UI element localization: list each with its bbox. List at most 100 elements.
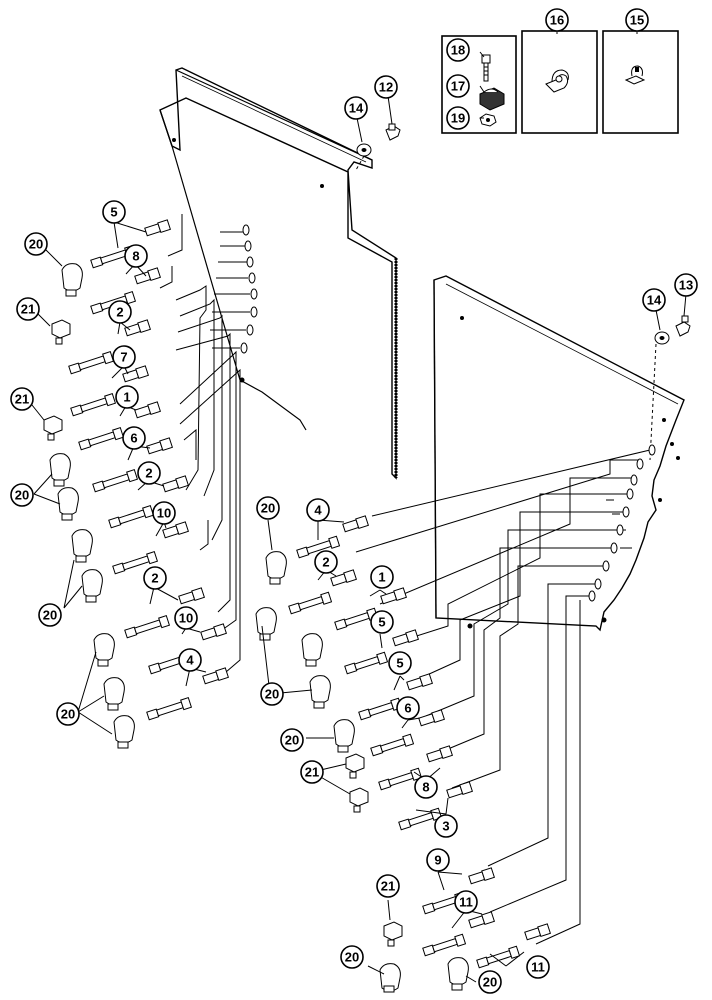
fitting	[162, 475, 190, 493]
lower-mounting-plate	[433, 275, 685, 632]
svg-text:5: 5	[378, 615, 385, 630]
right-caps-plugs	[255, 551, 469, 993]
svg-text:5: 5	[110, 205, 117, 220]
fitting	[200, 623, 228, 641]
svg-text:12: 12	[379, 80, 393, 95]
fitting	[70, 393, 117, 417]
svg-text:16: 16	[550, 13, 564, 28]
svg-text:2: 2	[145, 466, 152, 481]
cap-icon	[57, 487, 79, 521]
plug-icon	[43, 415, 63, 441]
fitting	[476, 945, 521, 969]
svg-text:2: 2	[322, 555, 329, 570]
callout-1: 1	[370, 565, 394, 589]
callout-21: 21	[10, 387, 34, 411]
svg-text:20: 20	[43, 608, 57, 623]
plate-hole	[239, 377, 245, 383]
callout-19: 19	[446, 106, 470, 130]
cap-icon	[265, 551, 287, 585]
fitting	[124, 319, 152, 337]
svg-text:18: 18	[451, 43, 465, 58]
callout-21: 21	[300, 760, 324, 784]
plug-icon	[345, 753, 365, 779]
fitting	[418, 709, 446, 727]
plate-hole	[670, 442, 674, 446]
right-tube-bundle	[355, 444, 656, 945]
callout-9: 9	[426, 848, 450, 872]
callout-10: 10	[152, 501, 176, 525]
svg-text:9: 9	[434, 853, 441, 868]
cap-icon	[93, 633, 115, 667]
svg-text:21: 21	[381, 879, 395, 894]
callout-20: 20	[260, 682, 284, 706]
svg-text:21: 21	[15, 392, 29, 407]
svg-text:14: 14	[349, 101, 364, 116]
cap-icon	[255, 607, 277, 641]
svg-text:2: 2	[116, 305, 123, 320]
plug-icon	[383, 921, 403, 947]
plate-hole	[676, 456, 680, 460]
washer-icon	[654, 331, 670, 345]
fitting	[288, 591, 333, 615]
callout-2: 2	[108, 300, 132, 324]
cap-icon	[103, 677, 125, 711]
callout-20: 20	[256, 496, 280, 520]
cap-icon	[309, 675, 331, 709]
callout-20: 20	[38, 603, 62, 627]
callout-2: 2	[137, 461, 161, 485]
cap-icon	[447, 957, 469, 991]
clip-icon	[624, 65, 646, 85]
cap-icon	[61, 263, 83, 297]
fitting	[124, 615, 171, 639]
fitting	[378, 767, 423, 791]
upper-mounting-plate	[159, 67, 398, 480]
svg-text:8: 8	[132, 249, 139, 264]
callout-7: 7	[112, 345, 136, 369]
cap-icon	[301, 633, 323, 667]
svg-text:14: 14	[647, 293, 662, 308]
nut-icon	[479, 113, 497, 127]
callout-21: 21	[376, 874, 400, 898]
svg-text:5: 5	[396, 656, 403, 671]
svg-text:20: 20	[483, 975, 497, 990]
svg-text:11: 11	[459, 895, 473, 910]
fitting	[78, 427, 125, 451]
left-fittings	[68, 219, 230, 721]
svg-text:20: 20	[61, 707, 75, 722]
fitting	[134, 401, 162, 419]
callout-13: 13	[674, 273, 698, 297]
callout-5: 5	[102, 200, 126, 224]
fitting	[296, 535, 341, 559]
fitting	[178, 587, 206, 605]
svg-text:19: 19	[451, 111, 465, 126]
fitting	[112, 551, 159, 575]
svg-text:6: 6	[130, 431, 137, 446]
left-caps-plugs	[43, 263, 135, 749]
fitting	[446, 781, 474, 799]
fitting	[108, 505, 155, 529]
callout-17: 17	[446, 74, 470, 98]
callout-20: 20	[478, 970, 502, 994]
svg-text:1: 1	[378, 570, 385, 585]
svg-text:20: 20	[265, 687, 279, 702]
cap-icon	[49, 453, 71, 487]
fitting	[358, 697, 403, 721]
svg-text:11: 11	[531, 960, 545, 975]
plate-hole	[662, 418, 666, 422]
plug-icon	[51, 319, 71, 345]
fitting	[144, 219, 172, 237]
plate-hardware	[355, 123, 691, 461]
fitting	[68, 351, 115, 375]
svg-text:3: 3	[442, 819, 449, 834]
callout-20: 20	[56, 702, 80, 726]
callout-6: 6	[122, 426, 146, 450]
cap-icon	[71, 529, 93, 563]
plate-hole	[658, 498, 662, 502]
fitting	[146, 697, 193, 721]
callout-2: 2	[314, 550, 338, 574]
bolt-icon	[481, 54, 491, 82]
callout-21: 21	[16, 297, 40, 321]
fitting	[398, 807, 443, 831]
svg-text:1: 1	[123, 390, 130, 405]
